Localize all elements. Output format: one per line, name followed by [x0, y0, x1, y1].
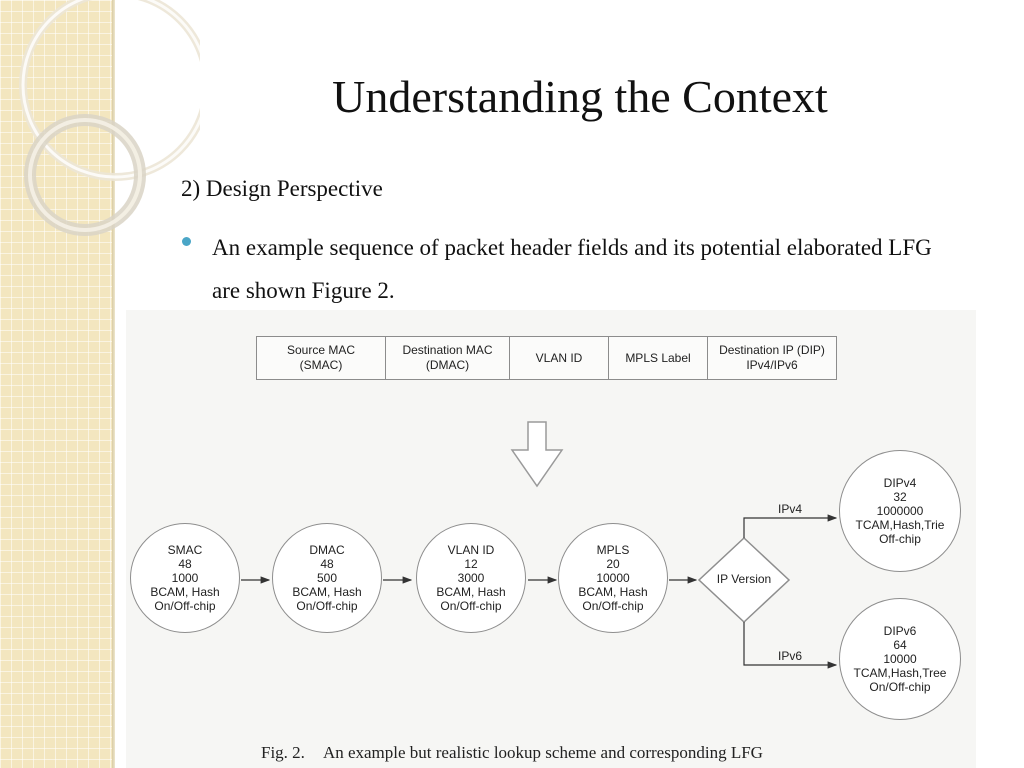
branch-label-ipv6: IPv6 — [778, 649, 803, 663]
slide-title: Understanding the Context — [332, 71, 828, 122]
bullet-text: An example sequence of packet header fie… — [212, 235, 932, 303]
decorative-rings — [19, 0, 200, 236]
decision-label: IP Version — [716, 572, 772, 586]
down-arrow-icon — [510, 421, 564, 488]
header-field-vlan: VLAN ID — [509, 336, 609, 380]
bullet-icon — [182, 237, 191, 246]
header-field-dmac: Destination MAC(DMAC) — [385, 336, 510, 380]
packet-header-table: Source MAC(SMAC) Destination MAC(DMAC) V… — [256, 336, 837, 380]
lfg-figure: Source MAC(SMAC) Destination MAC(DMAC) V… — [126, 310, 976, 768]
side-panel-edge — [112, 0, 115, 768]
header-field-smac: Source MAC(SMAC) — [256, 336, 386, 380]
figure-connectors — [241, 421, 838, 669]
header-field-mpls: MPLS Label — [608, 336, 708, 380]
caption-text: An example but realistic lookup scheme a… — [322, 743, 763, 762]
caption-number: Fig. 2. — [261, 743, 305, 762]
header-field-dip: Destination IP (DIP)IPv4/IPv6 — [707, 336, 837, 380]
branch-label-ipv4: IPv4 — [778, 502, 803, 516]
section-subheading: 2) Design Perspective — [181, 176, 383, 201]
figure-caption: Fig. 2. An example but realistic lookup s… — [261, 743, 763, 763]
